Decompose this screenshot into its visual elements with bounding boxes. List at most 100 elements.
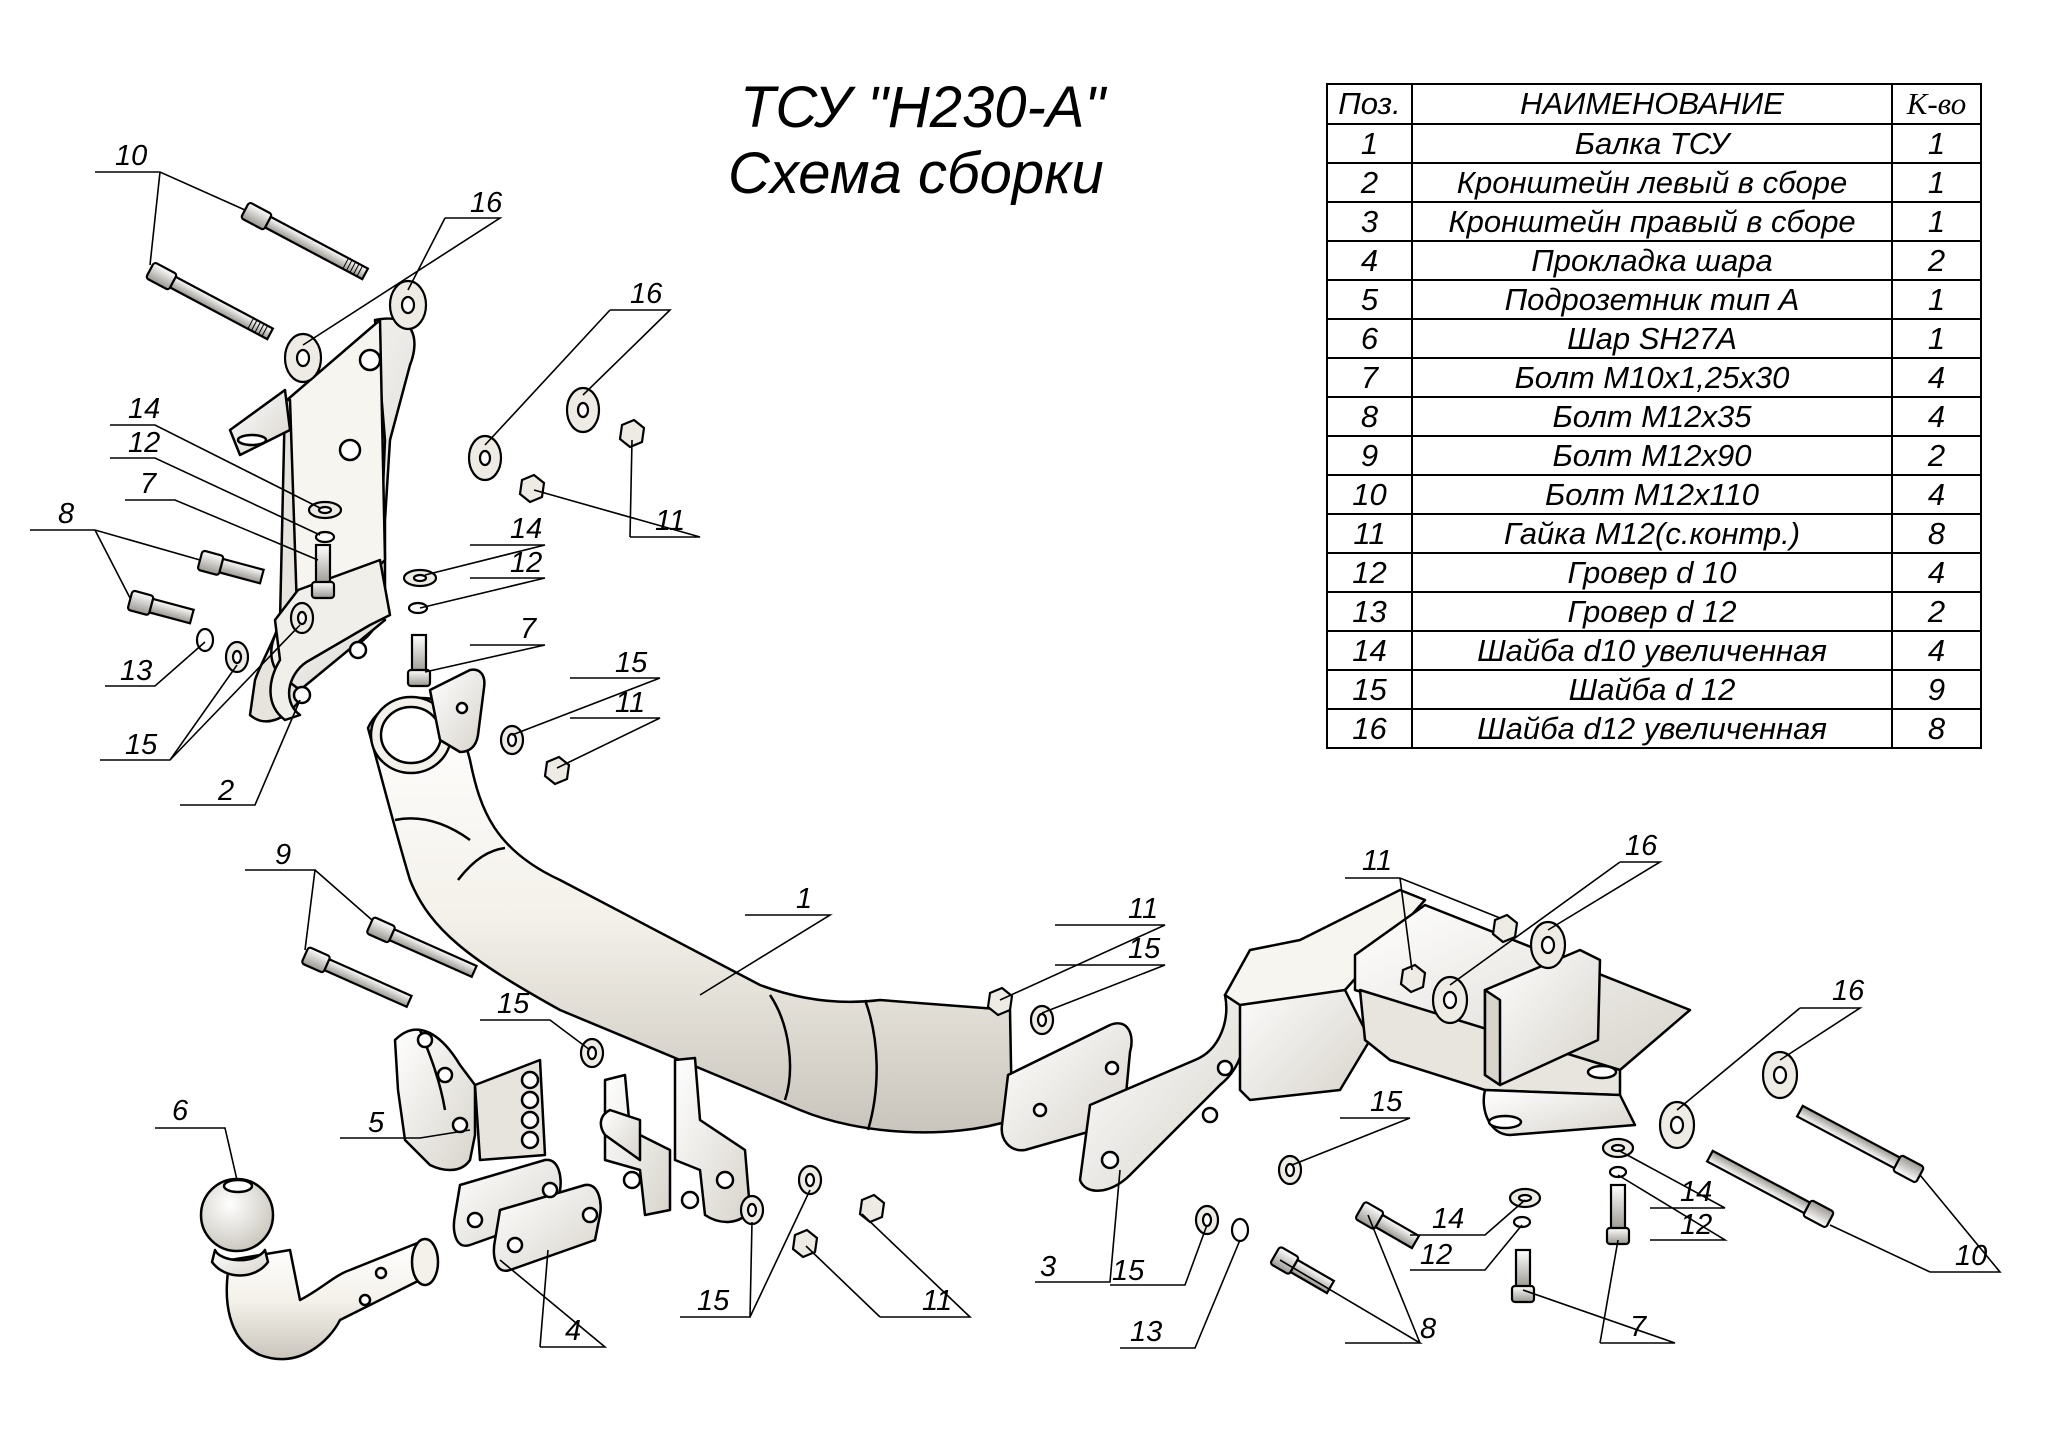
row-pos: 2 bbox=[1326, 162, 1413, 203]
bolts bbox=[126, 202, 1925, 1304]
bolt-m10x30 bbox=[310, 543, 336, 600]
nut-m12 bbox=[986, 986, 1014, 1017]
bolt-m12x110 bbox=[1705, 1149, 1835, 1228]
washer-d10-large bbox=[402, 568, 438, 588]
ball-spacers bbox=[452, 1158, 602, 1272]
callout-14: 14 bbox=[1432, 1203, 1464, 1235]
washer-d12-large bbox=[1658, 1100, 1696, 1150]
bolt-m10x30 bbox=[406, 633, 432, 688]
row-name: Болт М12х35 bbox=[1411, 396, 1893, 437]
row-qty: 4 bbox=[1891, 357, 1982, 398]
callout-5: 5 bbox=[368, 1107, 385, 1139]
callout-11: 11 bbox=[655, 505, 685, 537]
callout-15: 15 bbox=[1112, 1255, 1145, 1287]
callout-16: 16 bbox=[470, 187, 503, 219]
callout-10: 10 bbox=[1955, 1240, 1987, 1272]
row-pos: 11 bbox=[1326, 513, 1413, 554]
callout-15: 15 bbox=[615, 647, 648, 679]
washer-d12-large bbox=[467, 434, 503, 482]
washer-d12-large bbox=[1761, 1050, 1799, 1100]
right-bracket bbox=[1078, 888, 1692, 1192]
washer-d12 bbox=[739, 1194, 765, 1226]
row-name: Прокладка шара bbox=[1411, 240, 1893, 281]
bolt-m12x35 bbox=[1269, 1246, 1336, 1295]
row-name: Подрозетник тип А bbox=[1411, 279, 1893, 320]
tow-ball bbox=[199, 1177, 440, 1361]
washer-d12 bbox=[579, 1037, 605, 1069]
row-pos: 10 bbox=[1326, 474, 1413, 515]
callout-8: 8 bbox=[58, 498, 74, 530]
row-pos: 4 bbox=[1326, 240, 1413, 281]
row-pos: 7 bbox=[1326, 357, 1413, 398]
title-line-2: Схема сборки bbox=[728, 141, 1104, 206]
row-qty: 1 bbox=[1891, 162, 1982, 203]
parts-table-header: Поз. НАИМЕНОВАНИЕ К-во bbox=[1326, 83, 1982, 125]
row-qty: 4 bbox=[1891, 552, 1982, 593]
left-bracket bbox=[228, 317, 416, 723]
row-pos: 14 bbox=[1326, 630, 1413, 671]
bolt-m12x110 bbox=[240, 202, 370, 281]
bolt-m10x30 bbox=[1605, 1183, 1631, 1246]
row-name: Шайба d12 увеличенная bbox=[1411, 708, 1893, 749]
row-pos: 15 bbox=[1326, 669, 1413, 710]
callout-8: 8 bbox=[1420, 1313, 1436, 1345]
callout-7: 7 bbox=[520, 613, 538, 645]
callout-2: 2 bbox=[217, 775, 234, 807]
callout-11: 11 bbox=[615, 687, 645, 719]
row-qty: 8 bbox=[1891, 708, 1982, 749]
socket-bracket bbox=[393, 1028, 547, 1172]
row-name: Балка ТСУ bbox=[1411, 123, 1893, 164]
washer-d12 bbox=[1194, 1204, 1220, 1236]
washer-d12-large bbox=[1431, 975, 1469, 1025]
callout-labels: 10 16 16 14 12 8 7 13 15 2 11 14 12 7 15… bbox=[58, 140, 1987, 1348]
washer-d12 bbox=[289, 601, 315, 635]
callout-16: 16 bbox=[630, 278, 663, 310]
row-pos: 5 bbox=[1326, 279, 1413, 320]
bolt-m12x90 bbox=[301, 946, 414, 1009]
row-pos: 8 bbox=[1326, 396, 1413, 437]
row-name: Кронштейн левый в сборе bbox=[1411, 162, 1893, 203]
row-name: Шайба d 12 bbox=[1411, 669, 1893, 710]
bolt-m12x110 bbox=[145, 262, 275, 341]
washer-d12 bbox=[1277, 1154, 1303, 1186]
row-name: Болт М12х90 bbox=[1411, 435, 1893, 476]
callout-9: 9 bbox=[275, 839, 291, 871]
washer-d12 bbox=[797, 1164, 823, 1196]
grover-d10 bbox=[407, 601, 429, 615]
row-pos: 16 bbox=[1326, 708, 1413, 749]
tow-bar-beam bbox=[366, 668, 1133, 1152]
bolt-m12x90 bbox=[366, 916, 479, 979]
grover-d10 bbox=[314, 530, 336, 544]
callout-15: 15 bbox=[125, 729, 158, 761]
row-qty: 4 bbox=[1891, 474, 1982, 515]
washer-d12 bbox=[224, 640, 250, 674]
callout-1: 1 bbox=[796, 883, 812, 915]
callout-14: 14 bbox=[128, 393, 160, 425]
callout-12: 12 bbox=[510, 547, 542, 579]
washer-d12-large bbox=[565, 386, 601, 434]
row-qty: 4 bbox=[1891, 630, 1982, 671]
nut-m12 bbox=[543, 755, 571, 786]
callout-6: 6 bbox=[172, 1095, 189, 1127]
row-name: Кронштейн правый в сборе bbox=[1411, 201, 1893, 242]
title-line-1: ТСУ "H230-A" bbox=[740, 75, 1106, 140]
row-qty: 4 bbox=[1891, 396, 1982, 437]
washer-d12-large bbox=[283, 332, 323, 384]
washer-d12 bbox=[499, 724, 525, 756]
row-pos: 3 bbox=[1326, 201, 1413, 242]
row-pos: 1 bbox=[1326, 123, 1413, 164]
row-pos: 9 bbox=[1326, 435, 1413, 476]
callout-15: 15 bbox=[497, 988, 530, 1020]
row-qty: 1 bbox=[1891, 318, 1982, 359]
washer-d12-large bbox=[1529, 920, 1567, 970]
